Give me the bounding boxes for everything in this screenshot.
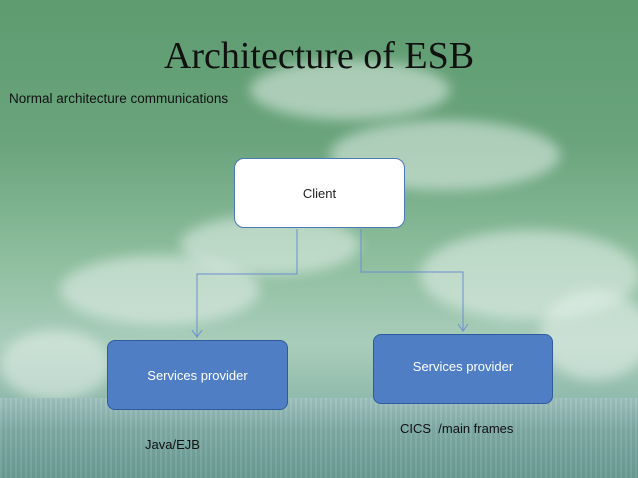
client-node: Client: [234, 158, 405, 228]
slide-title: Architecture of ESB: [163, 35, 475, 77]
services-provider-node-left: Services provider: [107, 340, 288, 410]
services-provider-node-right: Services provider: [373, 334, 553, 404]
provider-left-label: Services provider: [147, 367, 248, 383]
grass-field: [0, 398, 638, 478]
provider-left-note: Java/EJB: [145, 437, 200, 452]
cloud: [60, 255, 260, 325]
cloud: [0, 330, 110, 400]
cloud: [540, 290, 638, 380]
slide-subtitle: Normal architecture communications: [9, 91, 229, 106]
provider-right-note: CICS /main frames: [400, 421, 514, 436]
cloud: [250, 60, 450, 120]
provider-right-label: Services provider: [412, 358, 514, 374]
client-label: Client: [302, 185, 337, 201]
